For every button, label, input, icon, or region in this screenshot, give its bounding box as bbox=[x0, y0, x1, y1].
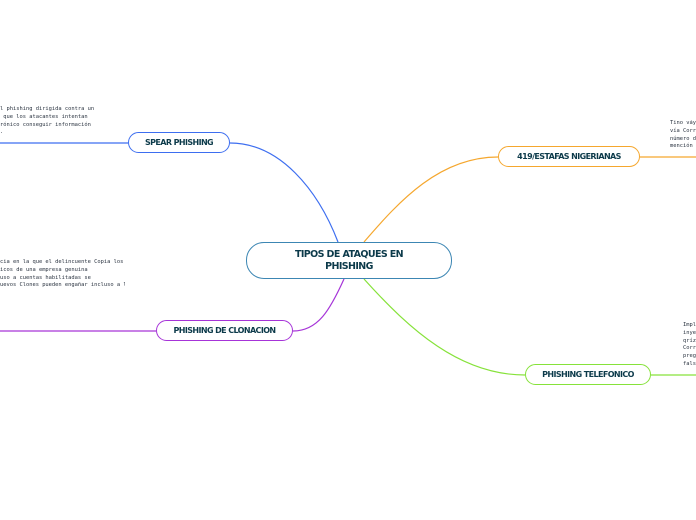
topic-label: PHISHING DE CLONACION bbox=[173, 326, 276, 335]
connector-phishing-clonacion bbox=[292, 278, 345, 332]
topic-estafas-nigerianas[interactable]: 419/ESTAFAS NIGERIANAS bbox=[498, 146, 640, 167]
central-topic-label: TIPOS DE ATAQUES EN PHISHING bbox=[294, 248, 404, 272]
central-topic[interactable]: TIPOS DE ATAQUES EN PHISHING bbox=[246, 242, 452, 279]
topic-label: SPEAR PHISHING bbox=[144, 138, 214, 147]
note-phishing-clonacion: cia en la que el delincuente Copia los i… bbox=[0, 259, 125, 289]
note-estafas-nigerianas: Tino váy vía Corr número d mención bbox=[670, 120, 696, 150]
topic-spear-phishing[interactable]: SPEAR PHISHING bbox=[128, 132, 230, 153]
note-phishing-telefonico: Impl inyec qríz Corr preg falsa bbox=[683, 322, 696, 367]
note-spear-phishing: l phishing dirigida contra un que los at… bbox=[0, 106, 95, 136]
topic-label: 419/ESTAFAS NIGERIANAS bbox=[517, 152, 621, 161]
topic-phishing-telefonico[interactable]: PHISHING TELEFONICO bbox=[525, 364, 651, 385]
topic-phishing-clonacion[interactable]: PHISHING DE CLONACION bbox=[156, 320, 293, 341]
connector-estafas-nigerianas bbox=[363, 156, 499, 243]
connector-phishing-telefonico bbox=[363, 278, 526, 376]
connector-spear-phishing bbox=[229, 142, 339, 243]
topic-label: PHISHING TELEFONICO bbox=[542, 370, 634, 379]
